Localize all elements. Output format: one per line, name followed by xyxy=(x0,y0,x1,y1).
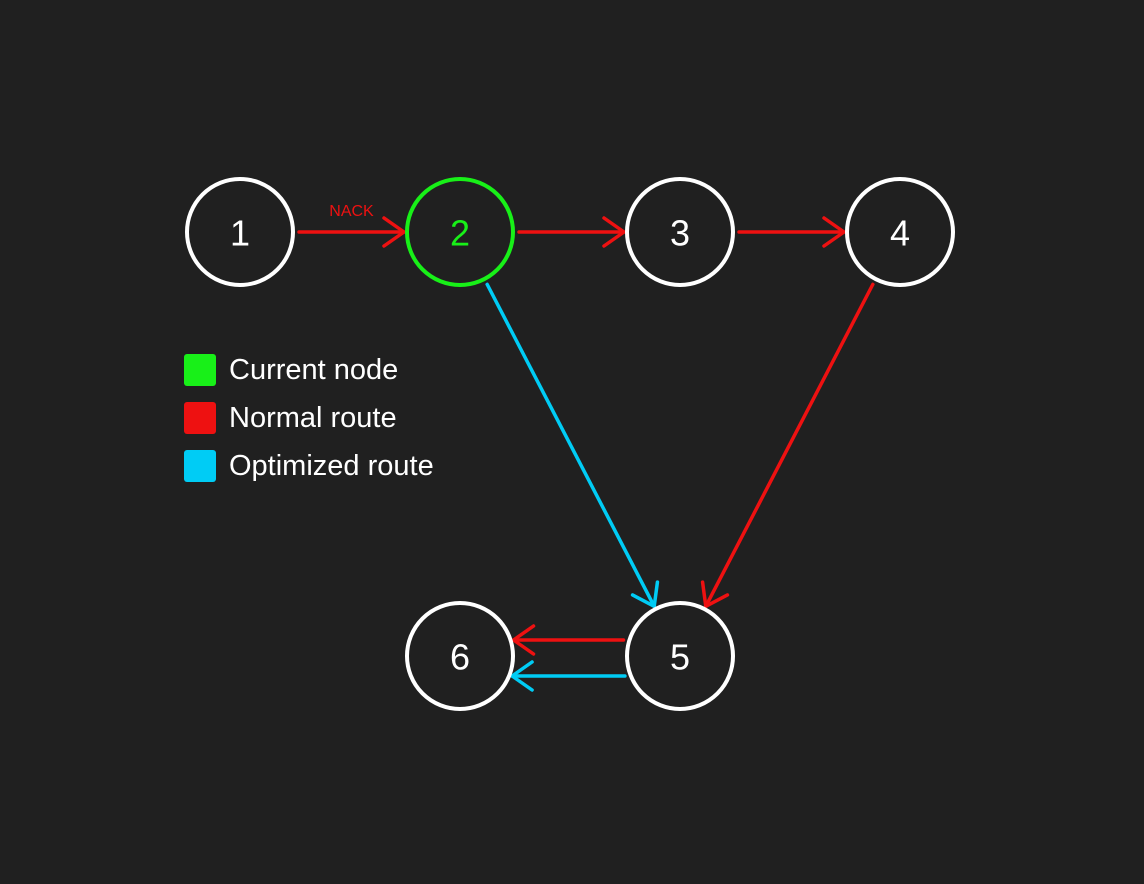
node-label: 6 xyxy=(450,637,470,678)
arrowhead xyxy=(511,624,536,656)
node-2: 2 xyxy=(405,177,515,287)
node-label: 5 xyxy=(670,637,690,678)
node-circle xyxy=(625,177,735,287)
edge-3-4-normal xyxy=(737,216,846,248)
edges-layer: NACK xyxy=(297,203,875,692)
node-circle xyxy=(405,601,515,711)
legend: Current node Normal route Optimized rout… xyxy=(184,354,434,498)
node-3: 3 xyxy=(625,177,735,287)
node-1: 1 xyxy=(185,177,295,287)
edge-2-5-optimized xyxy=(485,282,660,609)
node-circle xyxy=(845,177,955,287)
node-6: 6 xyxy=(405,601,515,711)
legend-label-normal: Normal route xyxy=(229,401,397,434)
arrowhead xyxy=(700,580,730,609)
arrowhead xyxy=(602,216,626,248)
legend-label-optimized: Optimized route xyxy=(229,449,434,482)
nodes-layer: 1 2 3 4 5 6 xyxy=(185,177,955,711)
node-label: 4 xyxy=(890,213,910,254)
edge-5-6-normal xyxy=(511,624,626,656)
edge-1-2-normal: NACK xyxy=(297,203,406,248)
arrowhead xyxy=(630,580,660,609)
edge-label: NACK xyxy=(329,203,374,220)
node-5: 5 xyxy=(625,601,735,711)
arrowhead xyxy=(510,660,534,692)
node-label: 1 xyxy=(230,213,250,254)
edge-4-5-normal xyxy=(700,282,875,609)
node-label: 2 xyxy=(450,213,470,254)
node-label: 3 xyxy=(670,213,690,254)
edge-2-3-normal xyxy=(517,216,626,248)
arrowhead xyxy=(822,216,846,248)
legend-item-optimized: Optimized route xyxy=(184,450,434,482)
node-circle xyxy=(405,177,515,287)
legend-swatch-optimized xyxy=(184,450,216,482)
legend-swatch-normal xyxy=(184,402,216,434)
edge-5-6-optimized xyxy=(510,660,627,692)
node-circle xyxy=(185,177,295,287)
legend-item-current: Current node xyxy=(184,354,434,386)
legend-label-current: Current node xyxy=(229,353,399,386)
legend-swatch-current xyxy=(184,354,216,386)
legend-item-normal: Normal route xyxy=(184,402,434,434)
node-4: 4 xyxy=(845,177,955,287)
arrowhead xyxy=(382,216,406,248)
node-circle xyxy=(625,601,735,711)
